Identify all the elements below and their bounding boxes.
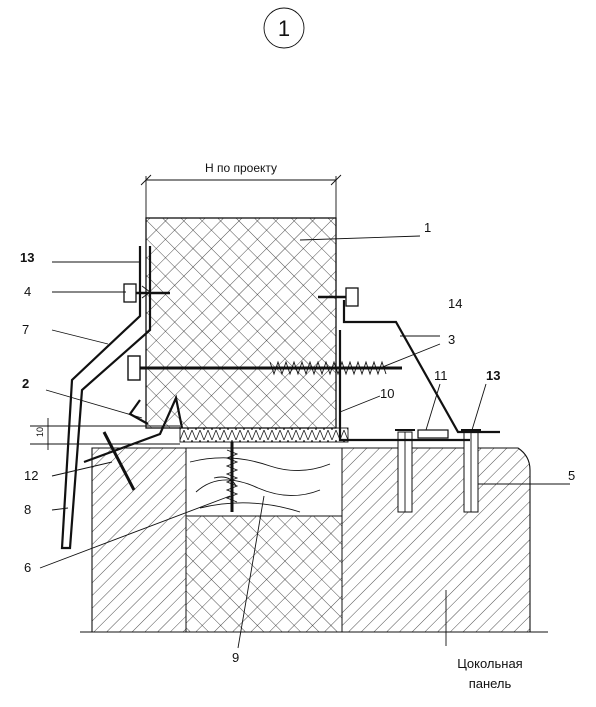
insulation-insert <box>185 447 343 633</box>
anchor-bolt-left <box>395 429 415 513</box>
long-bolt <box>127 355 402 381</box>
fastener-right <box>318 287 359 307</box>
callout-8: 8 <box>24 502 31 517</box>
insulation-panel <box>145 217 337 429</box>
callout-11: 11 <box>434 368 448 383</box>
callout-2: 2 <box>22 376 29 391</box>
dimension-label: Н по проекту <box>205 161 277 175</box>
left-flashing <box>60 246 184 550</box>
dimension-h: Н по проекту <box>140 161 342 218</box>
callout-14: 14 <box>448 296 462 311</box>
callout-6: 6 <box>24 560 31 575</box>
sheet-number-badge: 1 <box>263 7 305 49</box>
callout-9: 9 <box>232 650 239 665</box>
panel-label-line2: панель <box>469 676 512 691</box>
anchor-bolt-right <box>461 429 481 513</box>
callout-10: 10 <box>380 386 394 401</box>
right-flashing <box>338 300 500 442</box>
leader-lines <box>30 235 570 649</box>
screw <box>225 442 239 512</box>
callout-13-right: 13 <box>486 368 500 383</box>
sealant-layer <box>179 427 349 443</box>
callout-13-left: 13 <box>20 250 34 265</box>
callout-3: 3 <box>448 332 455 347</box>
callout-12: 12 <box>24 468 38 483</box>
callout-5: 5 <box>568 468 575 483</box>
panel-label-line1: Цокольная <box>457 656 522 671</box>
callout-4: 4 <box>24 284 31 299</box>
callout-10-small: 10 <box>35 427 45 437</box>
callout-1: 1 <box>424 220 431 235</box>
sheet-number: 1 <box>278 16 290 41</box>
fastener-left <box>123 283 170 303</box>
callout-7: 7 <box>22 322 29 337</box>
